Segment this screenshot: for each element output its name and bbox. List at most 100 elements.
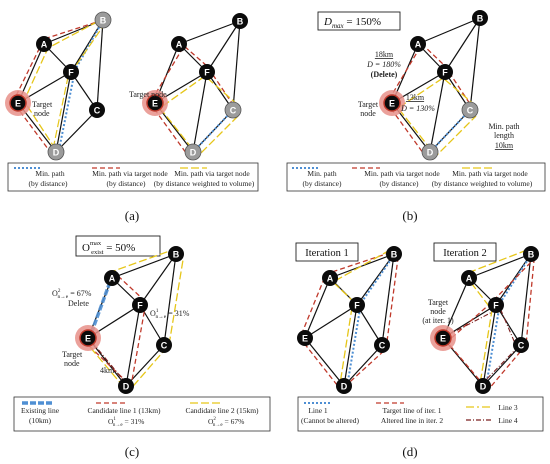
panel-c-node-f (132, 297, 148, 313)
panel-a-left-red-path (12, 19, 104, 158)
panel-c-target-2: node (64, 359, 80, 368)
panel-b-target-1: Target (358, 100, 379, 109)
panel-b-legend-blue-1: Min. path (307, 169, 336, 178)
panel-a-left-node-c (89, 102, 105, 118)
panel-d-iter1-node-d-label: D (341, 382, 348, 392)
panel-d-iter1-node-e (297, 330, 313, 346)
panel-a-left-blue-path (58, 23, 102, 151)
panel-d-legend-line4: Line 4 (498, 416, 518, 425)
panel-c-legend-red-1: Candidate line 1 (13km) (87, 406, 161, 415)
panel-b-node-a-label: A (415, 40, 422, 50)
panel-b-legend-blue-2: (by distance) (303, 179, 342, 188)
panel-b-legend-red-1: Min. path via target node (364, 169, 440, 178)
panel-d-iter1-node-f-label: F (354, 301, 360, 311)
panel-c-left-ann-2: Delete (68, 299, 89, 308)
panel-b-node-a (410, 36, 426, 52)
panel-b-minpath-2: length (494, 131, 514, 140)
panel-a-graph-right-edges (154, 20, 241, 153)
panel-a-caption: (a) (125, 208, 139, 223)
panel-b-delete: (Delete) (371, 70, 398, 79)
panel-b-minpath-1: Min. path (488, 122, 519, 131)
panel-d-iter2-node-a (461, 270, 477, 286)
panel-d-iter2-edges (442, 253, 532, 387)
panel-c-node-a (104, 270, 120, 286)
panel-c-legend: Existing line (10km) Candidate line 1 (1… (13, 396, 271, 432)
panel-c-legend-blue-1: Existing line (21, 406, 60, 415)
panel-d-iter1-box (295, 242, 359, 262)
panel-c-node-b (168, 246, 184, 262)
panel-d-iter2-node-d-label: D (480, 382, 487, 392)
panel-a-right-node-a (171, 36, 187, 52)
panel-d: Iteration 1 Iteration 2 A B F E C D (295, 242, 544, 459)
panel-d-iter2-yellow-path (463, 249, 528, 385)
panel-d-iter2-label: Iteration 2 (443, 248, 486, 259)
panel-a-right-blue-path (196, 112, 231, 149)
panel-a-left-node-a (36, 36, 52, 52)
panel-a-right-red-path (149, 44, 239, 158)
panel-c-o-box (75, 235, 161, 257)
panel-b-len-13: 13km (406, 93, 425, 102)
panel-b-node-f-label: F (442, 68, 448, 78)
panel-d-legend-line3: Line 3 (498, 403, 518, 412)
panel-b-node-f (437, 64, 453, 80)
panel-c-node-e (79, 329, 97, 347)
panel-a-right-node-d-label: D (190, 148, 197, 158)
panel-d-iter2-node-e-label: E (440, 334, 446, 344)
panel-a-left-node-d (47, 143, 65, 161)
panel-a-legend-blue-2: (by distance) (29, 179, 68, 188)
panel-b-node-b-label: B (477, 14, 484, 24)
panel-a-right-node-e (146, 94, 164, 112)
panel-d-iter2-node-a-label: A (466, 274, 473, 284)
panel-a-legend-red-1: Min. path via target node (92, 169, 168, 178)
panel-d-iter2-node-e (434, 329, 452, 347)
panel-c-len-4: 4km (100, 366, 115, 375)
panel-a: A B F E C D Target node A (5, 11, 259, 223)
panel-a-legend-red-2: (by distance) (107, 179, 146, 188)
panel-d-iter1-node-d (336, 378, 352, 394)
panel-a-right-node-b (232, 13, 248, 29)
panel-d-iter2-dark-path (447, 307, 518, 389)
panel-d-iter2-node-b-label: B (528, 250, 535, 260)
panel-c-caption: (c) (125, 444, 139, 459)
panel-b-target-2: node (360, 109, 376, 118)
panel-a-left-node-e (9, 94, 27, 112)
panel-c-blue-existing-line (89, 281, 112, 335)
panel-d-legend-target-1: Target line of iter. 1 (382, 406, 441, 415)
panel-b-blue-path (433, 112, 468, 149)
panel-d-target-1: Target (428, 298, 449, 307)
panel-d-iter2-node-c-label: C (518, 341, 525, 351)
panel-d-iter1-yellow-path (331, 249, 391, 385)
panel-d-iter1-node-a (322, 270, 338, 286)
panel-a-right-node-e-label: E (152, 99, 158, 109)
panel-d-legend-target-2: Altered line in iter. 2 (381, 416, 444, 425)
panel-c-legend-blue-2: (10km) (29, 416, 52, 425)
panel-b-legend-yellow-2: (by distance weighted to volume) (432, 179, 533, 188)
panel-a-target-label-right: Target node (129, 90, 167, 99)
panel-d-legend-line1-1: Line 1 (308, 406, 328, 415)
panel-b-d-180: D = 180% (366, 60, 401, 69)
panel-c-node-a-label: A (109, 274, 116, 284)
panel-d-legend: Line 1 (Cannot be altered) Target line o… (297, 396, 544, 432)
panel-a-legend: Min. path (by distance) Min. path via ta… (7, 162, 259, 192)
panel-a-left-node-e-label: E (15, 99, 21, 109)
panel-a-left-node-d-label: D (53, 148, 60, 158)
panel-a-right-node-c-label: C (230, 106, 237, 116)
panel-a-target-label-1: Target (32, 100, 53, 109)
panel-b-node-b (472, 10, 488, 26)
panel-b-dmax-box (317, 11, 401, 31)
panel-d-iter1-node-b (386, 246, 402, 262)
panel-a-legend-blue-1: Min. path (35, 169, 64, 178)
panel-d-iter1-node-c (374, 337, 390, 353)
panel-d-iter2-red-path (446, 249, 536, 392)
panel-d-iter1-node-f (349, 297, 365, 313)
panel-a-left-node-b (94, 11, 112, 29)
panel-a-left-yellow-path (23, 15, 109, 157)
panel-a-right-node-b-label: B (237, 17, 244, 27)
panel-c-target-1: Target (62, 350, 83, 359)
panel-a-legend-yellow-2: (by distance weighted to volume) (154, 179, 255, 188)
